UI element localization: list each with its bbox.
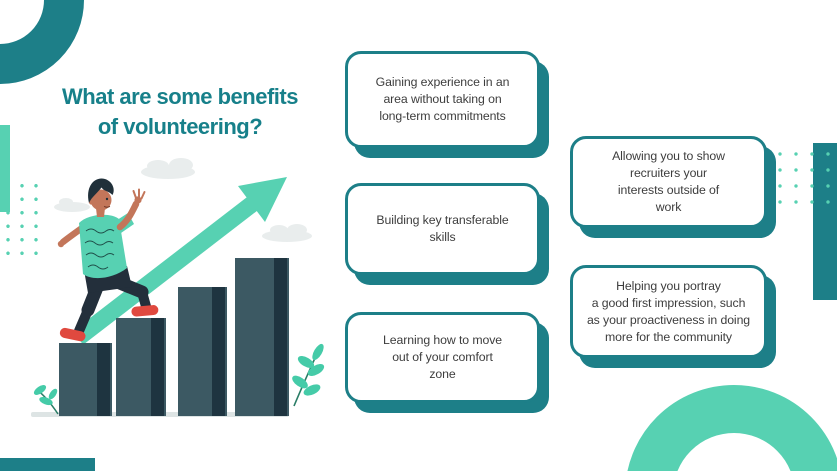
- clouds-decoration: [54, 158, 312, 242]
- page-title: What are some benefits of volunteering?: [30, 82, 330, 142]
- benefit-text-line: skills: [429, 230, 456, 244]
- benefit-text-line: recruiters your: [629, 166, 708, 180]
- page-title-line-1: What are some benefits: [62, 84, 298, 109]
- benefit-text-line: interests outside of: [617, 183, 720, 197]
- benefit-text-line: Learning how to move: [383, 333, 502, 347]
- benefit-text-line: Allowing you to show: [612, 149, 725, 163]
- benefit-text-line: long-term commitments: [379, 109, 506, 123]
- benefit-text-line: out of your comfort: [392, 350, 493, 364]
- left-edge-mint-rect-decoration: [0, 125, 10, 212]
- plant-left-decoration: [33, 385, 59, 415]
- benefit-text-line: Gaining experience in an: [375, 75, 510, 89]
- benefit-text-line: a good first impression, such: [591, 295, 746, 310]
- benefit-text-line: more for the community: [605, 329, 732, 344]
- bottom-left-teal-bar-decoration: [0, 458, 95, 471]
- left-dot-grid-decoration: [1, 179, 42, 258]
- plant-right-decoration: [292, 343, 325, 407]
- benefit-card-gaining-experience: Gaining experience in an area without ta…: [345, 51, 540, 148]
- benefit-card-transferable-skills: Building key transferable skills: [345, 183, 540, 275]
- benefit-text-line: Building key transferable: [376, 213, 509, 227]
- benefit-text-line: work: [655, 200, 682, 214]
- right-dot-grid-decoration: [772, 146, 837, 208]
- benefit-text-line: zone: [429, 367, 456, 381]
- benefit-text-line: as your proactiveness in doing: [586, 312, 751, 327]
- benefit-text-line: Helping you portray: [616, 278, 721, 293]
- benefit-card-show-recruiters: Allowing you to show recruiters your int…: [570, 136, 767, 228]
- rising-arrow-icon: [72, 177, 287, 345]
- benefit-card-first-impression: Helping you portray a good first impress…: [570, 265, 767, 358]
- benefit-card-comfort-zone: Learning how to move out of your comfort…: [345, 312, 540, 403]
- page-title-line-2: of volunteering?: [97, 114, 263, 139]
- bar-chart-bars: [31, 258, 289, 417]
- benefit-text-line: area without taking on: [383, 92, 502, 106]
- climbing-man-figure: [57, 178, 159, 342]
